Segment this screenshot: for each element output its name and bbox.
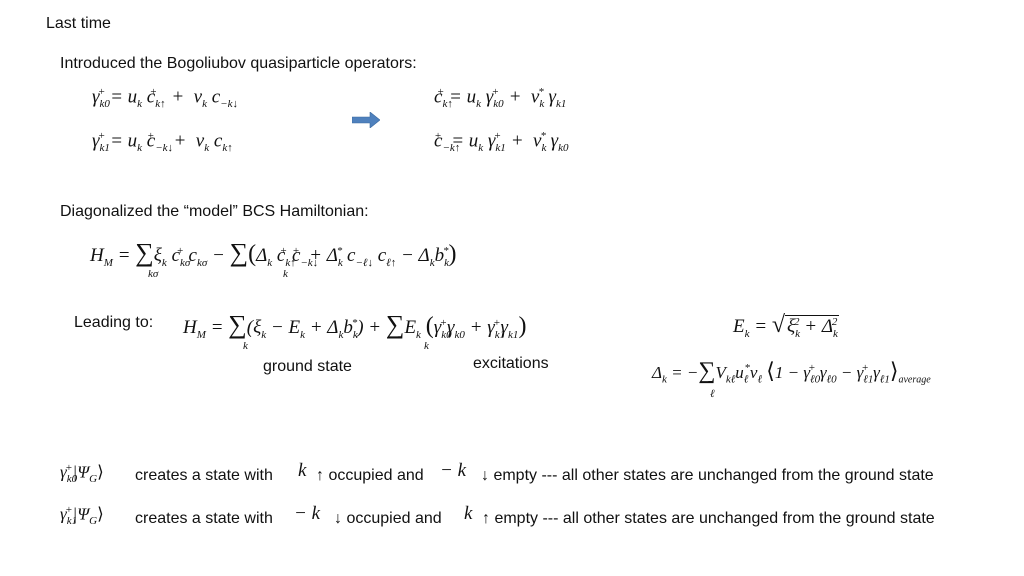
line2-end: ↑ empty --- all other states are unchang… xyxy=(482,510,935,527)
vec-minus-k-1: − k⃗ xyxy=(440,460,481,481)
line1-end: ↓ empty --- all other states are unchang… xyxy=(481,467,934,484)
line1-mid: ↑ occupied and xyxy=(316,467,424,484)
diag-text: Diagonalized the “model” BCS Hamiltonian… xyxy=(60,203,369,220)
eq-c-k-up: ck↑+ = uk γk0+ + vk* γk1 xyxy=(434,86,567,111)
eq-model-hamiltonian: HM = ∑ξk ckσ+ ckσ − ∑(Δk ck↑+ c−k↓+ + Δk… xyxy=(90,238,457,269)
sum-index-k: k xyxy=(283,268,288,280)
intro-text: Introduced the Bogoliubov quasiparticle … xyxy=(60,55,417,72)
eq-result-hamiltonian: HM = ∑(ξk − Ek + Δkbk*) + ∑Ek (γk0+γk0 +… xyxy=(183,310,527,341)
eq-gap: Δk = −∑Vkℓuℓ*vℓ ⟨1 − γℓ0+ γℓ0 − γℓ1+ γℓ1… xyxy=(652,358,931,386)
vec-k-1: k⃗ xyxy=(298,460,322,481)
state-gamma-k0: γk0+|ΨG⟩ xyxy=(60,462,104,486)
line2-mid: ↓ occupied and xyxy=(334,510,442,527)
vec-k-2: k⃗ xyxy=(464,503,488,524)
line2-text: creates a state with xyxy=(135,510,273,527)
sum-index-k-1: k xyxy=(243,340,248,352)
average-subscript: average xyxy=(898,374,931,386)
slide-title: Last time xyxy=(46,15,111,32)
eq-gamma-k0: γk0+ = uk ck↑+ + vk c−k↓ xyxy=(92,86,238,111)
sum-index-k-sigma: kσ xyxy=(148,268,159,280)
eq-c-minus-k-up: c−k↑+ = uk γk1+ + vk* γk0 xyxy=(434,130,569,155)
eq-gamma-k1: γk1+ = uk c−k↓+ + vk ck↑ xyxy=(92,130,233,155)
right-arrow-icon xyxy=(352,112,380,128)
sum-index-ell: ℓ xyxy=(710,388,715,400)
excitations-label: excitations xyxy=(473,355,549,372)
eq-energy: Ek = √ξk2 + Δk2 xyxy=(733,312,840,340)
state-gamma-k1: γk1+|ΨG⟩ xyxy=(60,504,104,528)
sum-index-k-2: k xyxy=(424,340,429,352)
vec-minus-k-2: − k⃗ xyxy=(294,503,335,524)
line1-text: creates a state with xyxy=(135,467,273,484)
ground-state-label: ground state xyxy=(263,358,352,375)
leading-text: Leading to: xyxy=(74,314,154,331)
